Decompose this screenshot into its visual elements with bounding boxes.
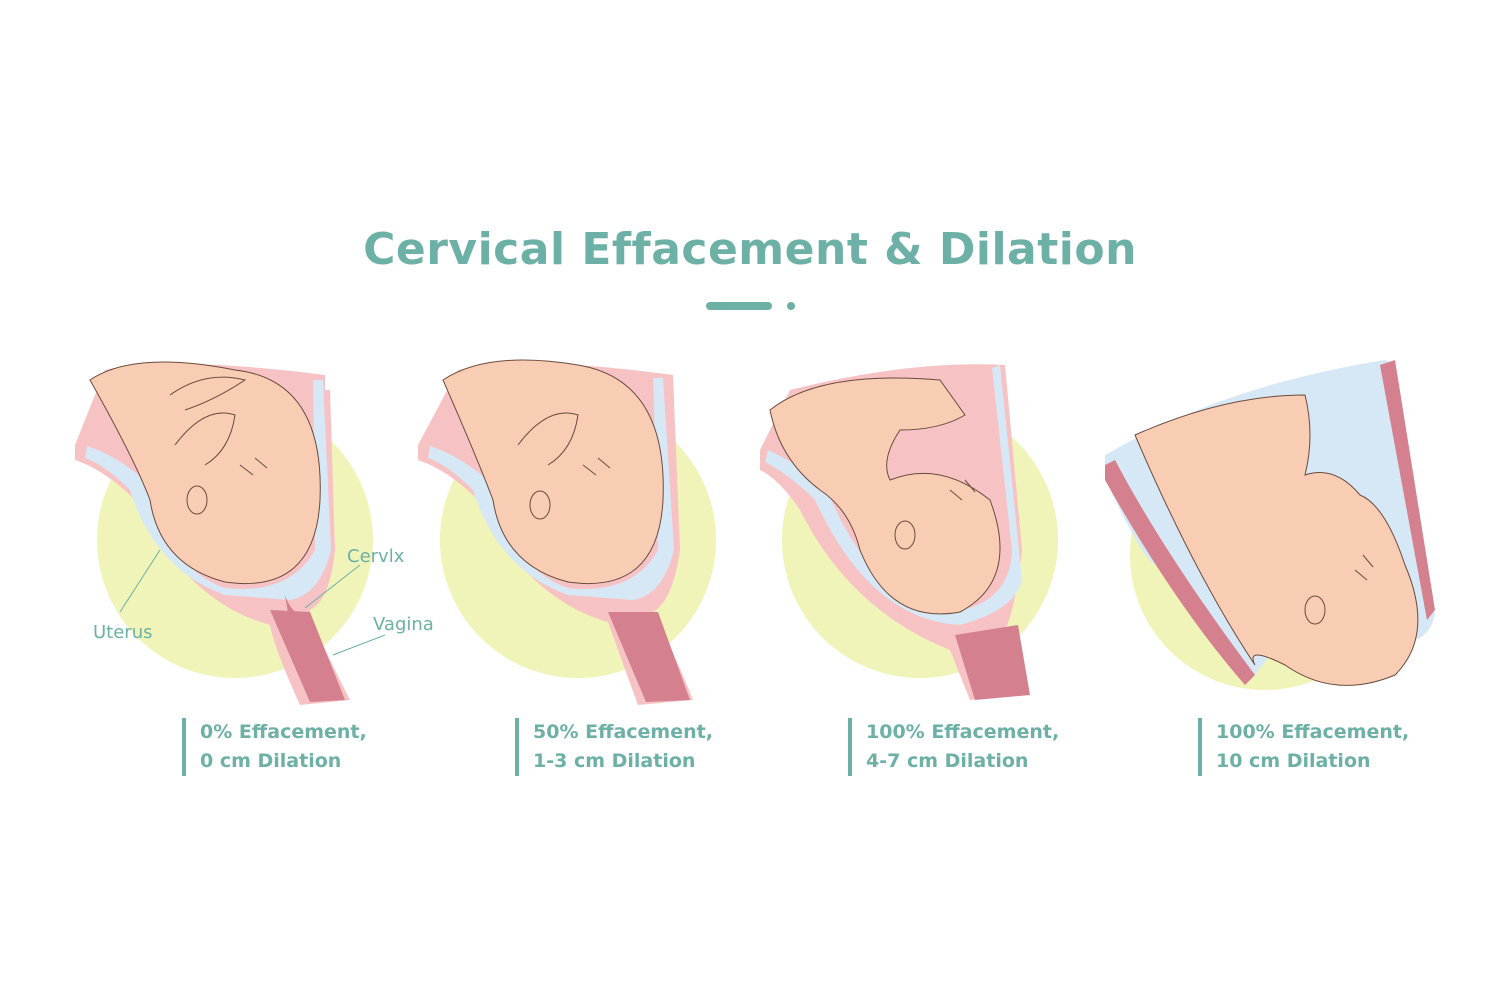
stage-3-illustration (760, 350, 1120, 710)
page-title: Cervical Effacement & Dilation (363, 224, 1137, 275)
stage-2-caption: 50% Effacement, 1-3 cm Dilation (515, 718, 713, 776)
cervix-label: Cervlx (347, 546, 405, 567)
stage-4-effacement: 100% Effacement, (1216, 721, 1410, 743)
divider-bar (706, 302, 772, 310)
stage-4-illustration (1105, 355, 1465, 715)
stage-3-dilation: 4-7 cm Dilation (866, 750, 1029, 772)
stage-2-illustration (418, 350, 778, 710)
stage-1-dilation: 0 cm Dilation (200, 750, 342, 772)
stage-1-illustration: Uterus Cervlx Vagina (75, 350, 435, 710)
stage-1-caption: 0% Effacement, 0 cm Dilation (182, 718, 367, 776)
stage-3-caption: 100% Effacement, 4-7 cm Dilation (848, 718, 1059, 776)
stage-2-dilation: 1-3 cm Dilation (533, 750, 696, 772)
stage-3-effacement: 100% Effacement, (866, 721, 1060, 743)
vagina-label: Vagina (373, 614, 434, 635)
stage-2-effacement: 50% Effacement, (533, 721, 713, 743)
stage-4-dilation: 10 cm Dilation (1216, 750, 1371, 772)
divider-dot (787, 302, 795, 310)
uterus-label: Uterus (93, 622, 153, 643)
stage-1-effacement: 0% Effacement, (200, 721, 367, 743)
stage-4-caption: 100% Effacement, 10 cm Dilation (1198, 718, 1409, 776)
